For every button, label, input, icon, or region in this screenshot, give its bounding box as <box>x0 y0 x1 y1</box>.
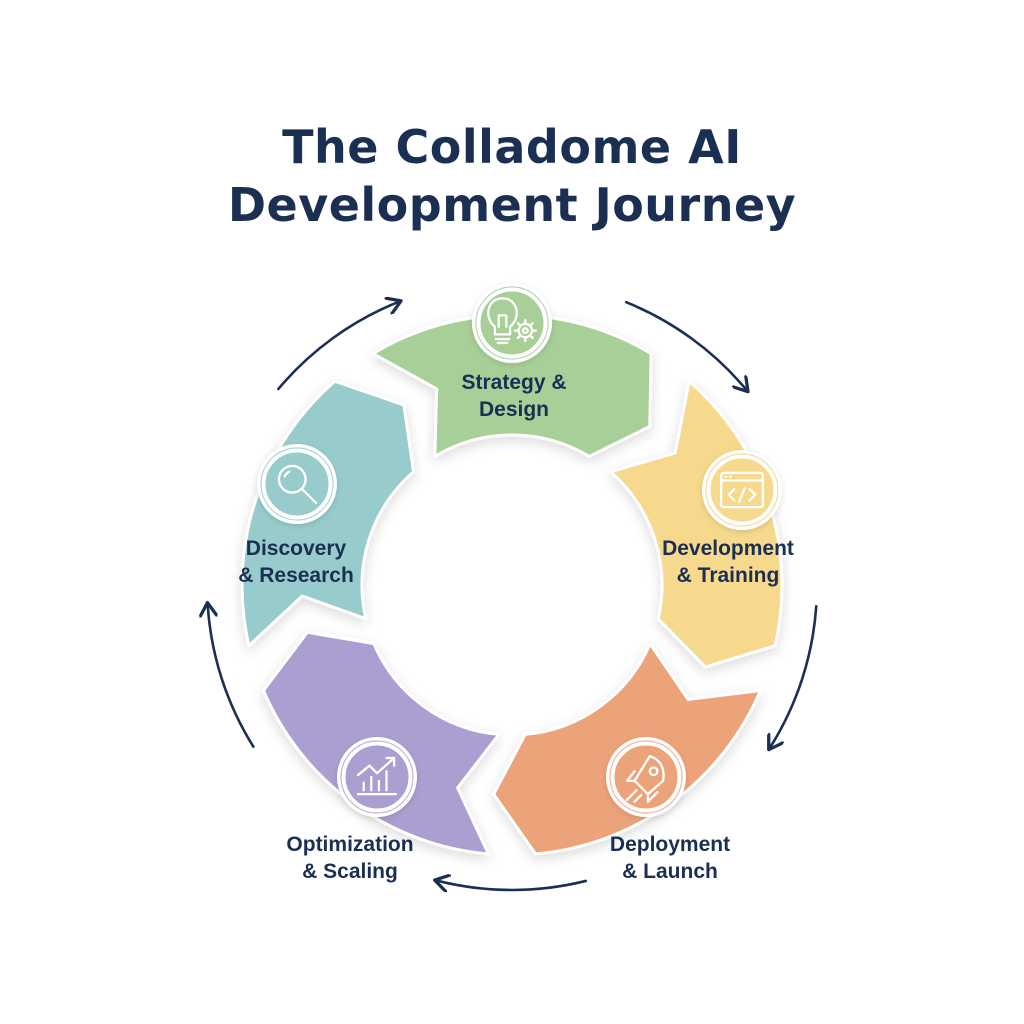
stage-label-deployment-line-1: Deployment <box>610 833 730 856</box>
stage-label-optimization-line-1: Optimization <box>286 833 413 856</box>
segment-discovery <box>240 379 416 648</box>
segment-strategy <box>371 313 653 458</box>
stage-label-strategy-line-1: Strategy & <box>461 371 566 394</box>
stage-label-discovery-line-2: & Research <box>238 564 354 587</box>
page-title: The Colladome AI Development Journey <box>0 118 1024 234</box>
stage-label-deployment-line-2: & Launch <box>622 860 718 883</box>
title-line-1: The Colladome AI <box>282 120 742 174</box>
cycle-arrow <box>771 604 818 746</box>
cycle-arrow <box>208 606 255 748</box>
cycle-arrows-layer <box>208 300 818 890</box>
code-window-icon <box>702 450 782 530</box>
icons-layer <box>257 283 782 817</box>
cycle-arrow <box>438 881 588 890</box>
chart-growth-icon <box>337 737 417 817</box>
stage-label-development-line-2: & Training <box>677 564 780 587</box>
lightbulb-gear-icon <box>472 283 552 363</box>
stage-label-strategy-line-2: Design <box>479 398 549 421</box>
cycle-arrow <box>624 300 745 389</box>
rocket-icon <box>606 737 686 817</box>
magnifier-icon <box>257 444 337 524</box>
stage-label-development-line-1: Development <box>662 537 794 560</box>
title-line-2: Development Journey <box>227 178 797 232</box>
stage-label-discovery-line-1: Discovery <box>246 537 347 560</box>
cycle-arrow <box>277 302 397 391</box>
stage-label-optimization-line-2: & Scaling <box>302 860 398 883</box>
